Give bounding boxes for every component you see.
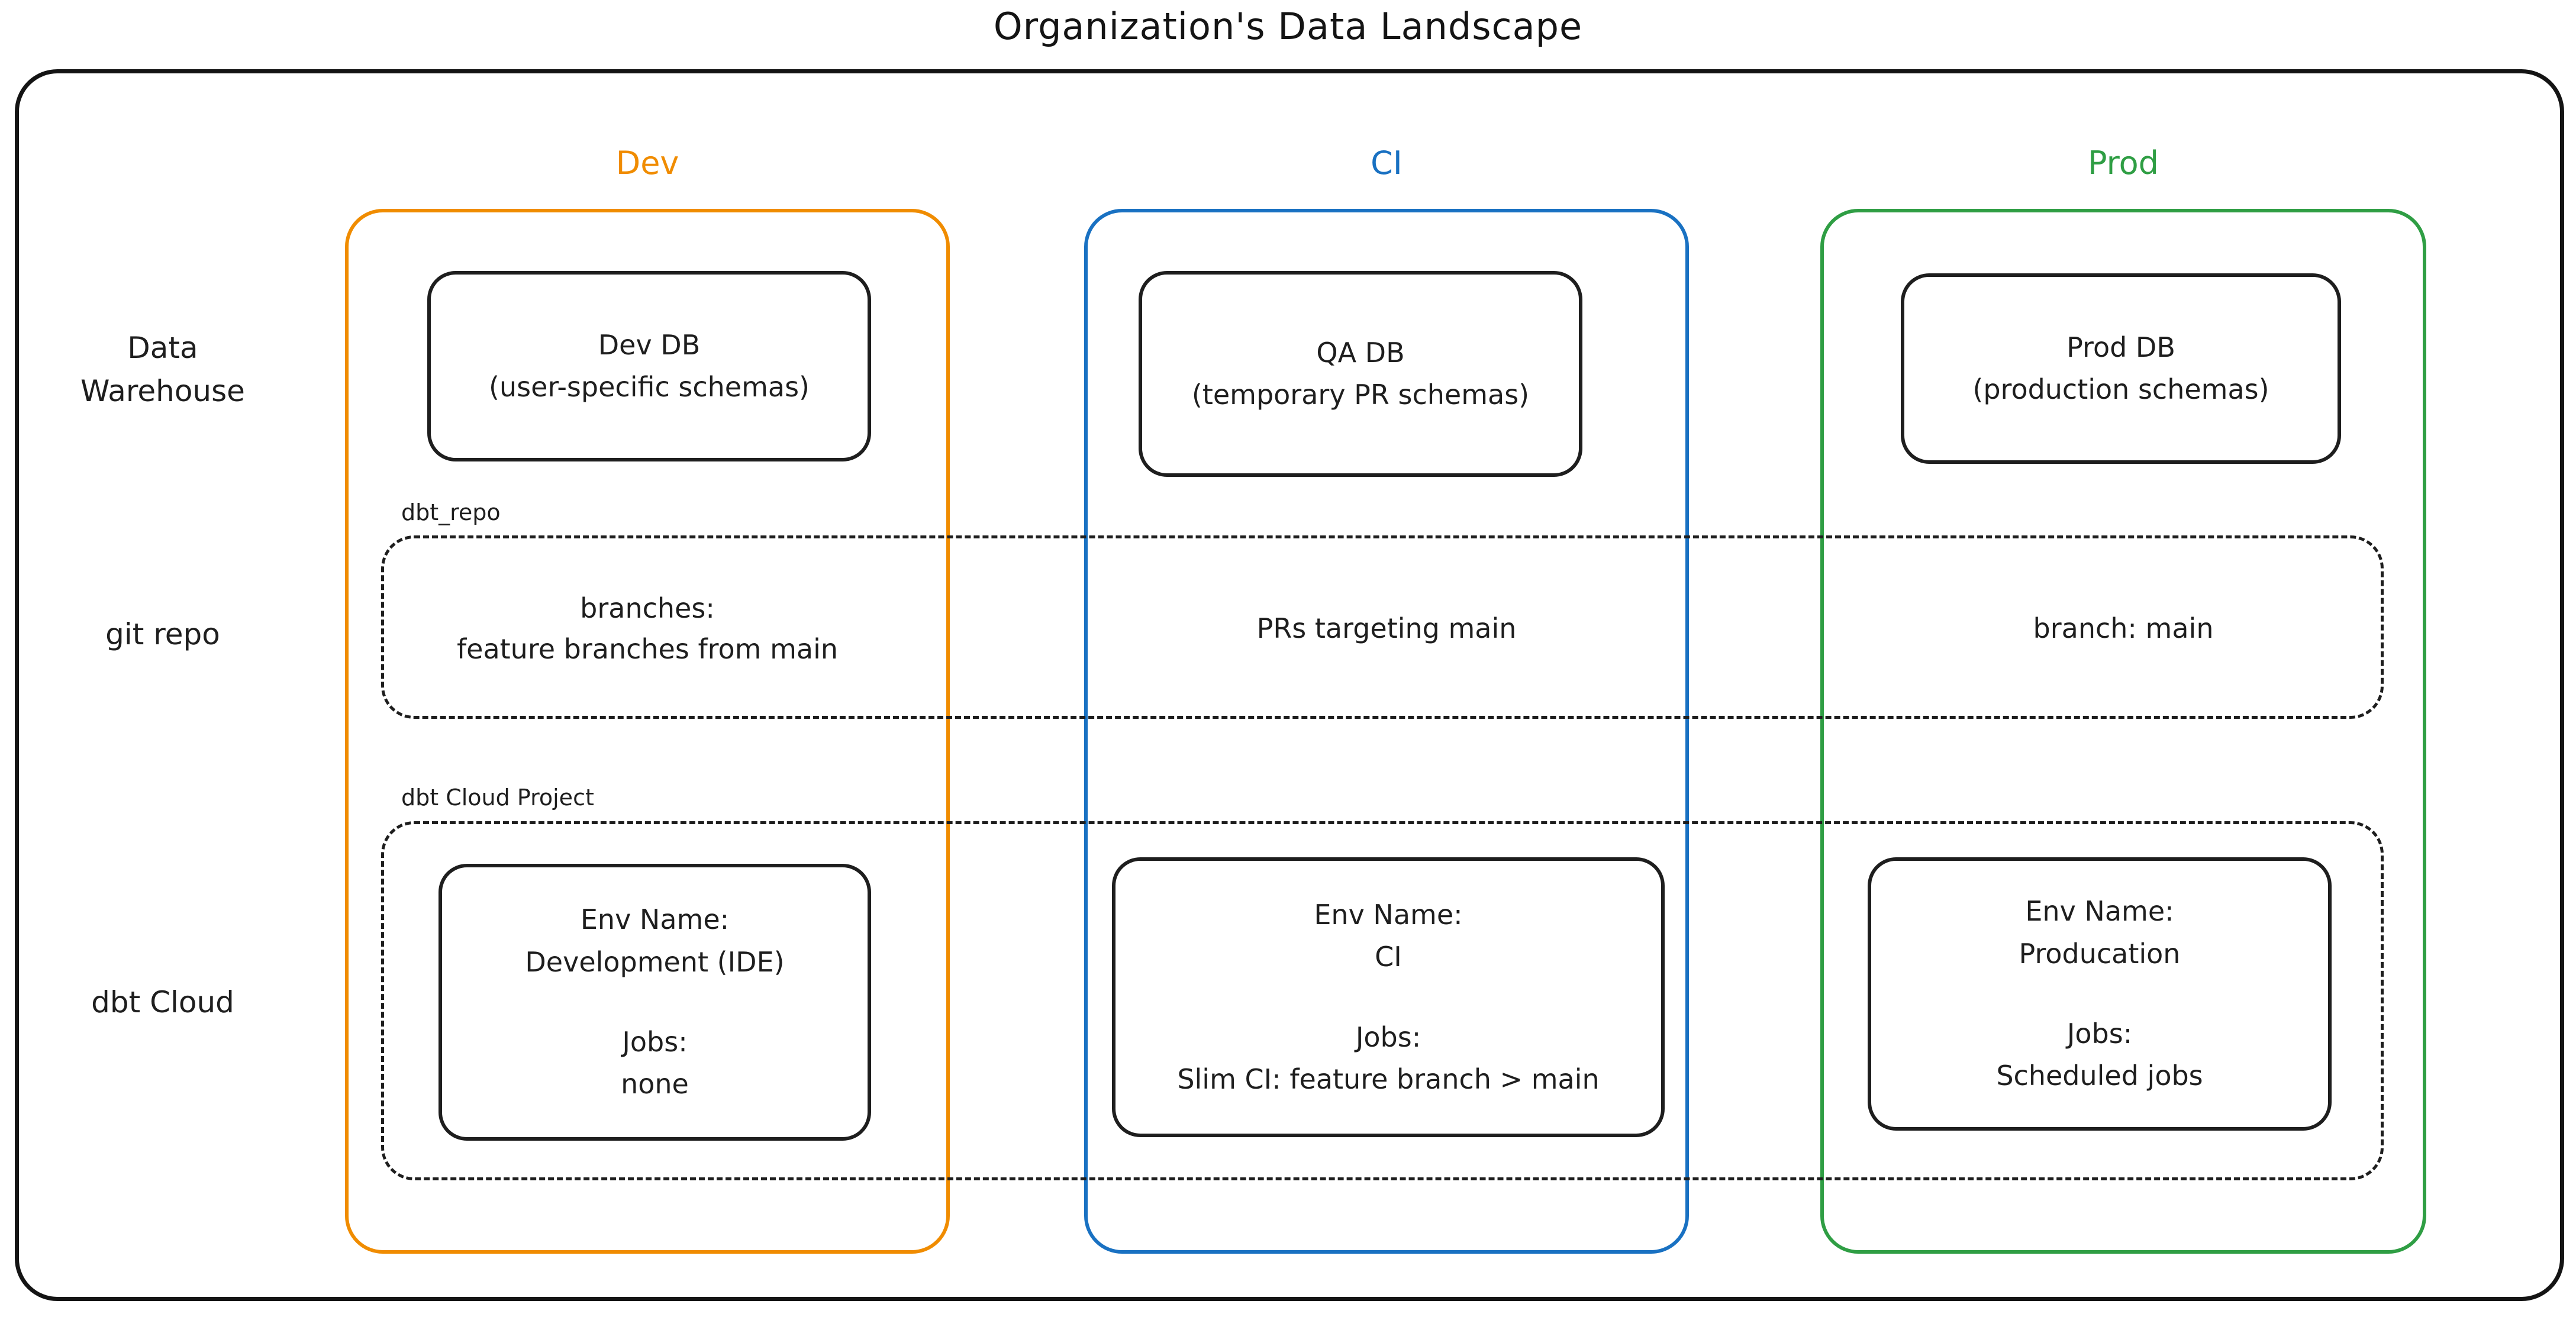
dev-db-name: Dev DB (598, 328, 701, 361)
prod-env-name: Producation (2019, 937, 2181, 970)
column-header-dev: Dev (615, 144, 679, 182)
qa-db-box: QA DB (temporary PR schemas) (1139, 271, 1582, 477)
prod-jobs-label: Jobs: (2066, 1018, 2133, 1050)
dev-env-box: Env Name: Development (IDE) Jobs: none (439, 864, 871, 1141)
dev-git-cell: branches: feature branches from main (345, 562, 950, 695)
prod-db-box: Prod DB (production schemas) (1901, 273, 2341, 464)
ci-git-cell: PRs targeting main (1084, 562, 1689, 695)
ci-jobs-value: Slim CI: feature branch > main (1177, 1063, 1600, 1095)
qa-db-detail: (temporary PR schemas) (1191, 379, 1530, 411)
ci-env-label: Env Name: (1314, 898, 1463, 931)
prod-db-name: Prod DB (2066, 331, 2175, 363)
dbt-project-dashed-frame (381, 821, 2384, 1180)
data-warehouse-row-label: Data Warehouse (80, 331, 245, 408)
prod-column-frame (1820, 209, 2426, 1254)
dbt-cloud-project-label: dbt Cloud Project (401, 785, 594, 811)
dev-git-line2: feature branches from main (456, 632, 839, 665)
dev-env-label: Env Name: (580, 903, 730, 936)
landscape-outer-frame (15, 69, 2564, 1301)
ci-column-frame (1084, 209, 1689, 1254)
prod-git-line1: branch: main (2033, 612, 2214, 644)
ci-env-name: CI (1375, 941, 1402, 973)
prod-env-box: Env Name: Producation Jobs: Scheduled jo… (1868, 857, 2332, 1131)
ci-jobs-label: Jobs: (1355, 1021, 1421, 1053)
dev-column-frame (345, 209, 950, 1254)
prod-git-cell: branch: main (1820, 562, 2426, 695)
column-header-prod: Prod (2088, 144, 2159, 182)
qa-db-name: QA DB (1316, 336, 1405, 369)
dev-jobs-label: Jobs: (622, 1026, 688, 1058)
dev-git-line1: branches: (580, 592, 715, 624)
ci-env-box: Env Name: CI Jobs: Slim CI: feature bran… (1112, 857, 1665, 1137)
prod-jobs-value: Scheduled jobs (1996, 1060, 2203, 1092)
prod-env-label: Env Name: (2025, 895, 2174, 928)
dev-db-detail: (user-specific schemas) (489, 371, 810, 403)
dev-db-box: Dev DB (user-specific schemas) (427, 271, 871, 461)
ci-git-line1: PRs targeting main (1256, 612, 1517, 644)
page-title: Organization's Data Landscape (993, 5, 1583, 48)
dbt-cloud-row-label: dbt Cloud (91, 985, 234, 1019)
dev-env-name: Development (IDE) (525, 945, 785, 978)
dev-jobs-value: none (621, 1068, 689, 1100)
git-repo-row-label: git repo (105, 617, 220, 651)
dbt-repo-label: dbt_repo (401, 499, 501, 525)
git-repo-dashed-frame (381, 535, 2384, 719)
prod-db-detail: (production schemas) (1972, 373, 2269, 405)
column-header-ci: CI (1371, 144, 1403, 182)
